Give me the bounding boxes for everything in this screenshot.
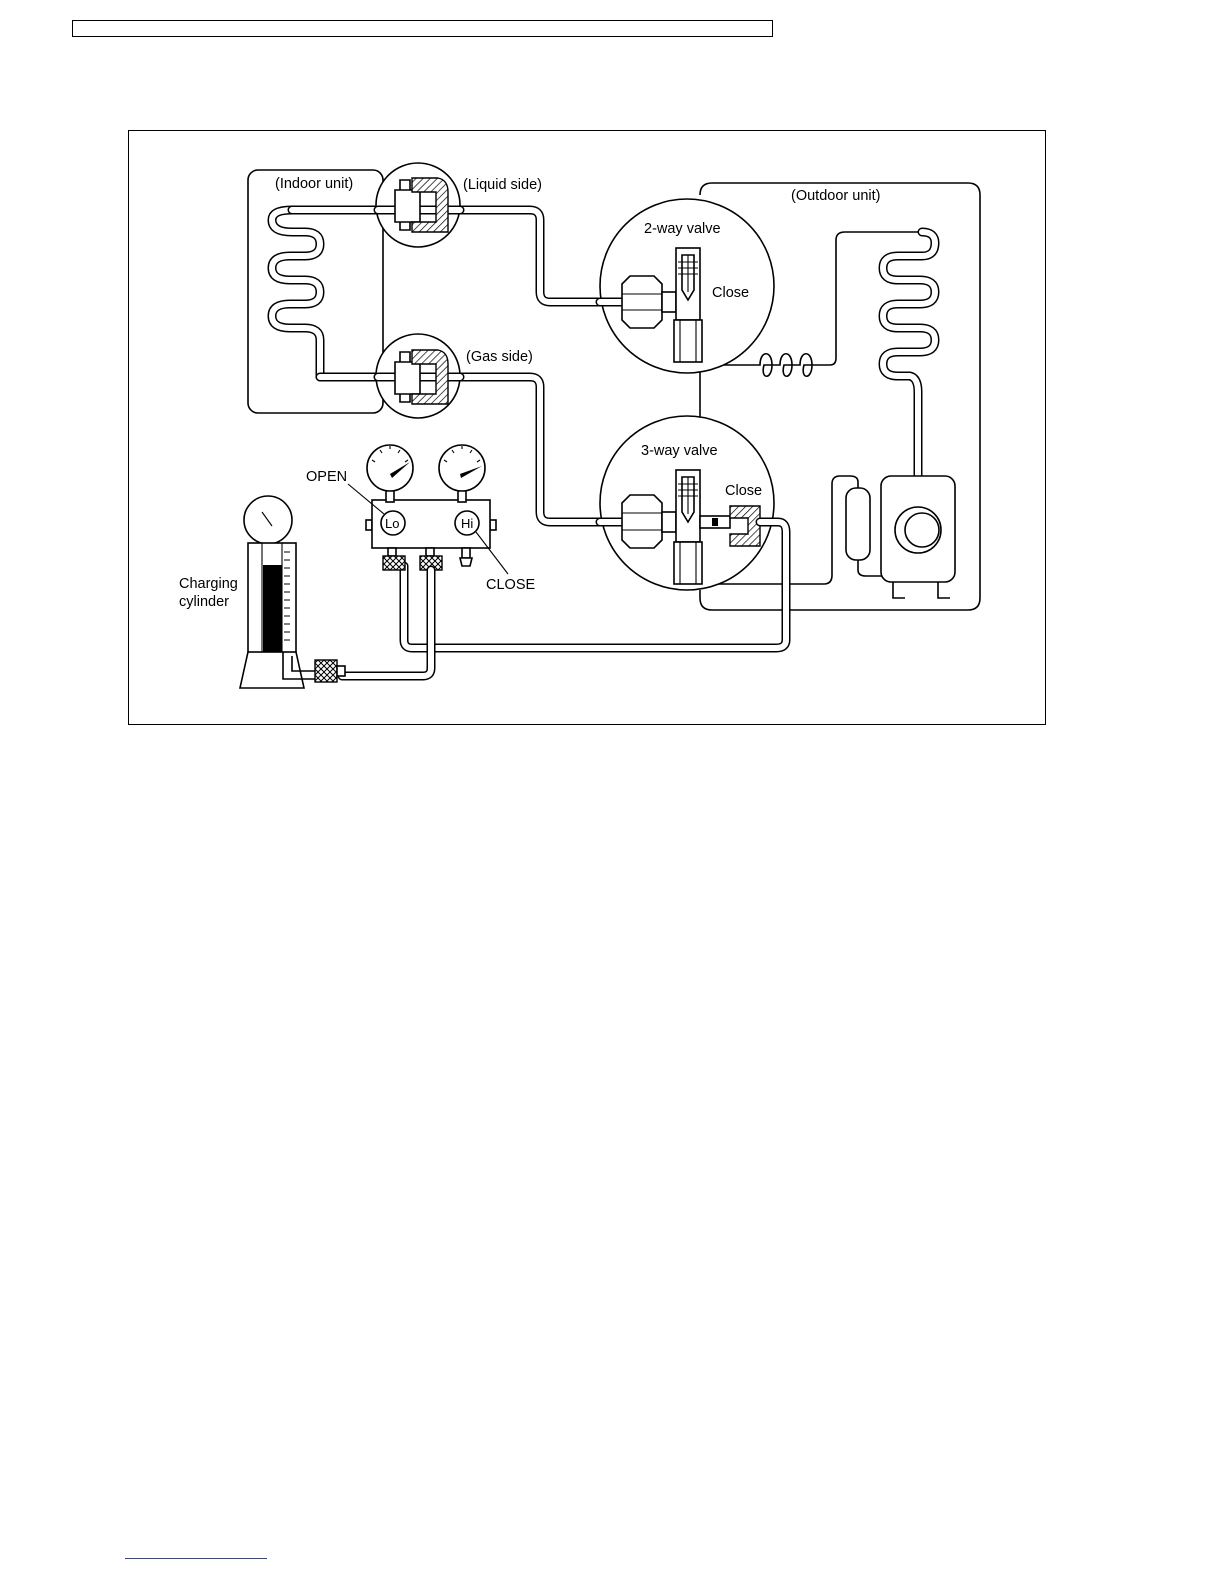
footer-link-rule: [125, 1558, 267, 1559]
charging-cylinder-label-1: Charging: [179, 576, 238, 592]
charging-cylinder: Charging cylinder: [179, 496, 304, 688]
charge-hose: [283, 570, 431, 682]
three-way-valve-label: 3-way valve: [641, 443, 718, 459]
liquid-side-label: (Liquid side): [463, 177, 542, 193]
outdoor-unit-label: (Outdoor unit): [791, 188, 880, 204]
two-way-valve-state: Close: [712, 285, 749, 301]
two-way-valve-label: 2-way valve: [644, 221, 721, 237]
gas-side-label: (Gas side): [466, 349, 533, 365]
charging-cylinder-label-2: cylinder: [179, 594, 229, 610]
three-way-valve: 3-way valve Close: [600, 416, 774, 590]
compressor: [881, 476, 955, 598]
low-pressure-gauge: [367, 445, 413, 491]
manifold-close-label: CLOSE: [486, 577, 535, 593]
cylinder-liquid: [263, 565, 282, 652]
liquid-side-fitting: (Liquid side): [376, 163, 542, 247]
liquid-line: [292, 210, 625, 302]
three-way-valve-state: Close: [725, 483, 762, 499]
indoor-unit-label: (Indoor unit): [275, 176, 353, 192]
gauge-lo-label: Lo: [385, 516, 399, 531]
gauge-hi-label: Hi: [461, 516, 473, 531]
accumulator: [846, 488, 870, 560]
gauge-manifold: Lo Hi OPEN CLOSE: [306, 445, 535, 593]
two-way-valve: 2-way valve Close: [600, 199, 774, 373]
manifold-open-label: OPEN: [306, 469, 347, 485]
hose-coupler: [315, 660, 337, 682]
